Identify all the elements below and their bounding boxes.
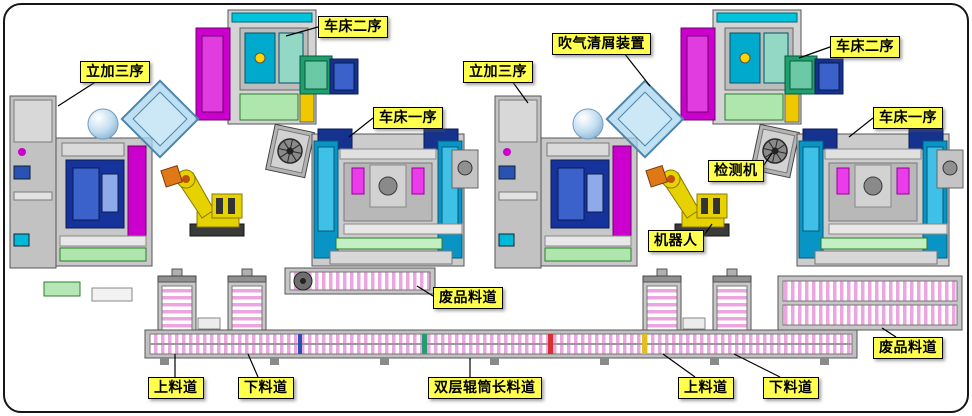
label-scrap-chute-left: 废品料道 [433, 287, 503, 309]
label-inspection-machine: 检测机 [708, 160, 764, 182]
scrap-conveyor-right [777, 275, 963, 331]
pallet-boxes [43, 281, 133, 302]
label-scrap-chute-right: 废品料道 [873, 337, 943, 359]
label-loading-chute-right: 上料道 [678, 377, 734, 399]
long-roller-conveyor [144, 329, 858, 365]
label-air-blow-chip-cleaner: 吹气清屑装置 [552, 33, 651, 55]
label-vmc-seq3-left: 立加三序 [80, 61, 150, 83]
leader-lines [57, 26, 897, 378]
label-lathe-seq1-right: 车床一序 [873, 107, 943, 129]
label-vmc-seq3-right: 立加三序 [463, 61, 533, 83]
label-robot: 机器人 [648, 230, 704, 252]
label-unloading-chute-right: 下料道 [763, 377, 819, 399]
label-lathe-seq2-right: 车床二序 [830, 36, 900, 58]
label-double-roller-conveyor: 双层辊筒长料道 [428, 377, 542, 399]
label-lathe-seq1-left: 车床一序 [373, 107, 443, 129]
label-loading-chute-left: 上料道 [148, 377, 204, 399]
scrap-conveyor-left [284, 267, 436, 295]
label-unloading-chute-left: 下料道 [238, 377, 294, 399]
label-lathe-seq2-left: 车床二序 [318, 16, 388, 38]
